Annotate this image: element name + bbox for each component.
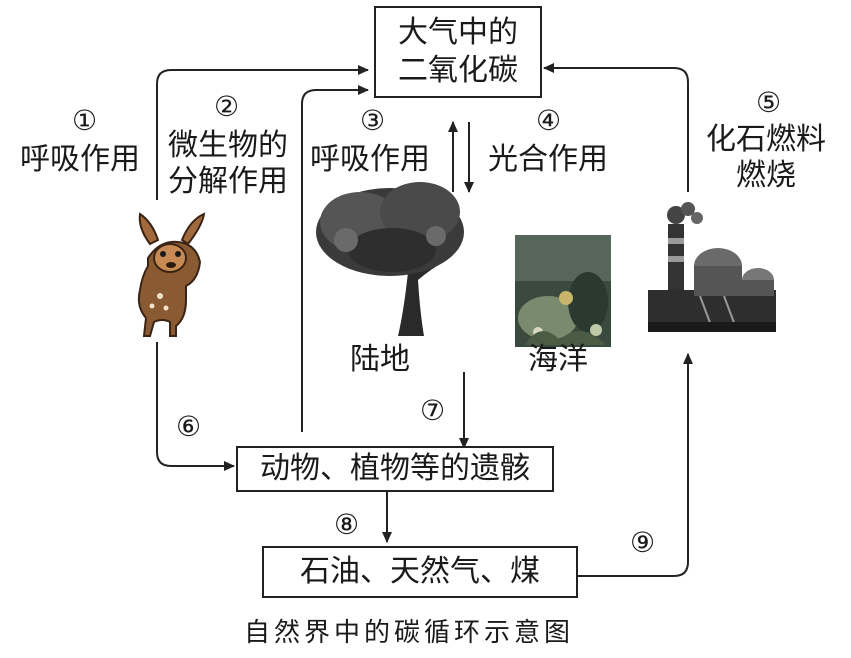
step-7-number: ⑦ bbox=[420, 394, 446, 427]
step-3-number: ③ bbox=[360, 104, 386, 137]
step-2-label-line-1: 微生物的 bbox=[168, 128, 288, 163]
atmosphere-line-1: 大气中的 bbox=[398, 15, 518, 50]
deer-icon bbox=[137, 212, 206, 337]
step-1-number: ① bbox=[72, 104, 98, 137]
figure-caption: 自然界中的碳循环示意图 bbox=[244, 618, 575, 648]
tree-icon bbox=[316, 182, 464, 336]
step-2-label: 微生物的 分解作用 bbox=[168, 128, 288, 200]
step-4-label: 光合作用 bbox=[488, 142, 608, 177]
step-4-number: ④ bbox=[536, 104, 562, 137]
step-3-label: 呼吸作用 bbox=[310, 142, 430, 177]
step-5-label: 化石燃料 燃烧 bbox=[706, 122, 826, 194]
ocean-photo bbox=[515, 235, 611, 347]
step-1-label: 呼吸作用 bbox=[20, 142, 140, 177]
step-5-number: ⑤ bbox=[756, 86, 782, 119]
land-label: 陆地 bbox=[350, 342, 410, 377]
atmosphere-co2-box: 大气中的 二氧化碳 bbox=[374, 6, 542, 98]
factory-icon bbox=[648, 202, 776, 332]
atmosphere-line-2: 二氧化碳 bbox=[398, 53, 518, 88]
step-5-label-line-2: 燃烧 bbox=[736, 158, 796, 193]
arrow-1-respiration bbox=[156, 65, 369, 200]
arrow-6-death bbox=[156, 342, 235, 471]
step-2-label-line-2: 分解作用 bbox=[168, 164, 288, 199]
step-8-number: ⑧ bbox=[334, 508, 360, 541]
arrow-5-combustion bbox=[543, 63, 689, 192]
arrow-9-extraction bbox=[578, 353, 693, 577]
step-2-number: ② bbox=[214, 90, 240, 123]
ocean-label: 海洋 bbox=[528, 342, 588, 377]
fossil-fuel-box: 石油、天然气、煤 bbox=[262, 546, 578, 598]
step-9-number: ⑨ bbox=[630, 526, 656, 559]
step-6-number: ⑥ bbox=[176, 410, 202, 443]
arrow-2-decomposition bbox=[301, 85, 369, 432]
remains-box: 动物、植物等的遗骸 bbox=[236, 446, 554, 492]
step-5-label-line-1: 化石燃料 bbox=[706, 122, 826, 157]
